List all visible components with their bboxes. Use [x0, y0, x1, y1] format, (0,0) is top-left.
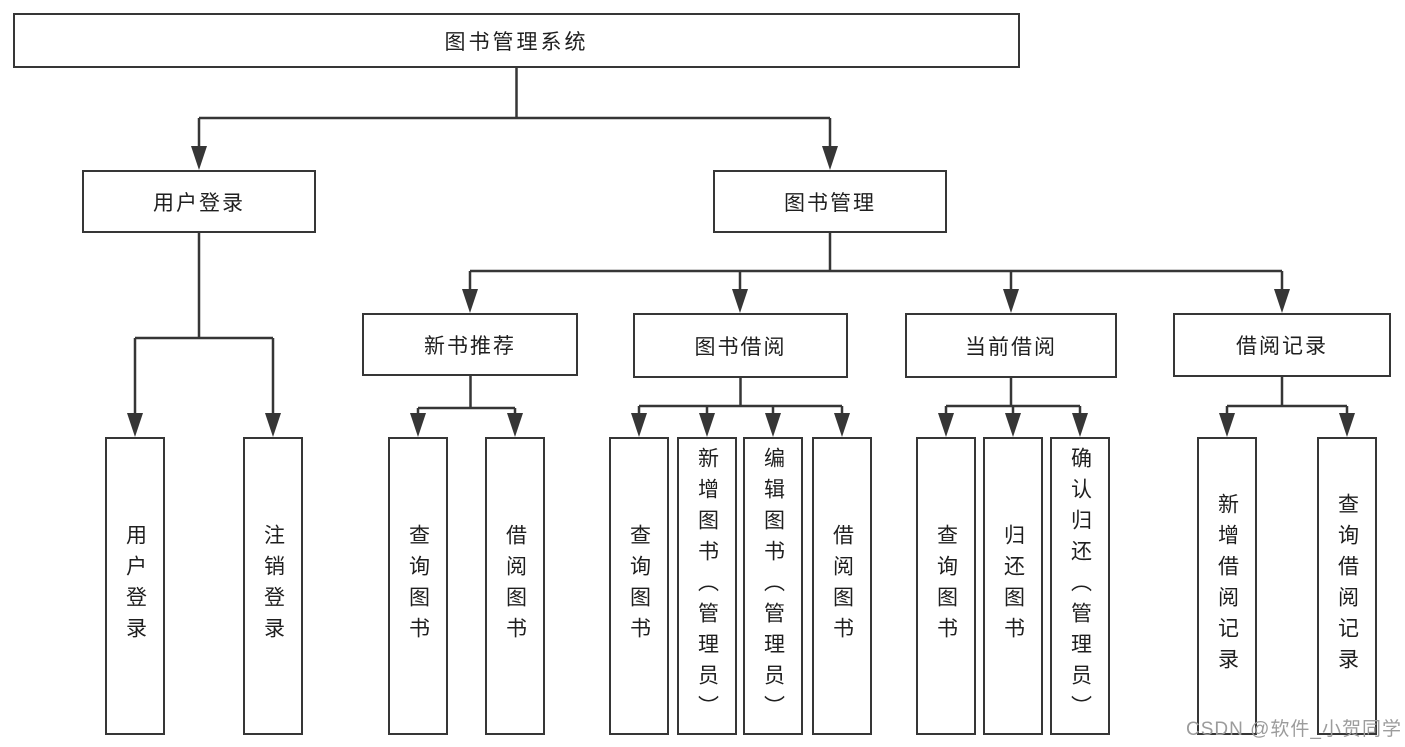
node-new-book-recommend: 新书推荐: [362, 313, 578, 376]
leaf-recommend-query-book: 查询图书: [388, 437, 448, 735]
leaf-current-return-book: 归还图书: [983, 437, 1043, 735]
leaf-recommend-borrow-book: 借阅图书: [485, 437, 545, 735]
leaf-logout: 注销登录: [243, 437, 303, 735]
leaf-borrow-query-book: 查询图书: [609, 437, 669, 735]
leaf-borrow-edit-book: 编辑图书（管理员）: [743, 437, 803, 735]
leaf-records-add-record: 新增借阅记录: [1197, 437, 1257, 735]
watermark: CSDN @软件_小贺同学: [1186, 719, 1402, 740]
node-borrow-records: 借阅记录: [1173, 313, 1391, 377]
node-current-borrow: 当前借阅: [905, 313, 1117, 378]
leaf-records-query-record: 查询借阅记录: [1317, 437, 1377, 735]
leaf-current-confirm-return: 确认归还（管理员）: [1050, 437, 1110, 735]
node-root: 图书管理系统: [13, 13, 1020, 68]
arrow-icons: [127, 146, 1355, 437]
node-user-login: 用户登录: [82, 170, 316, 233]
node-book-management: 图书管理: [713, 170, 947, 233]
leaf-current-query-book: 查询图书: [916, 437, 976, 735]
leaf-borrow-add-book: 新增图书（管理员）: [677, 437, 737, 735]
leaf-user-login: 用户登录: [105, 437, 165, 735]
node-book-borrow: 图书借阅: [633, 313, 848, 378]
leaf-borrow-borrow-book: 借阅图书: [812, 437, 872, 735]
